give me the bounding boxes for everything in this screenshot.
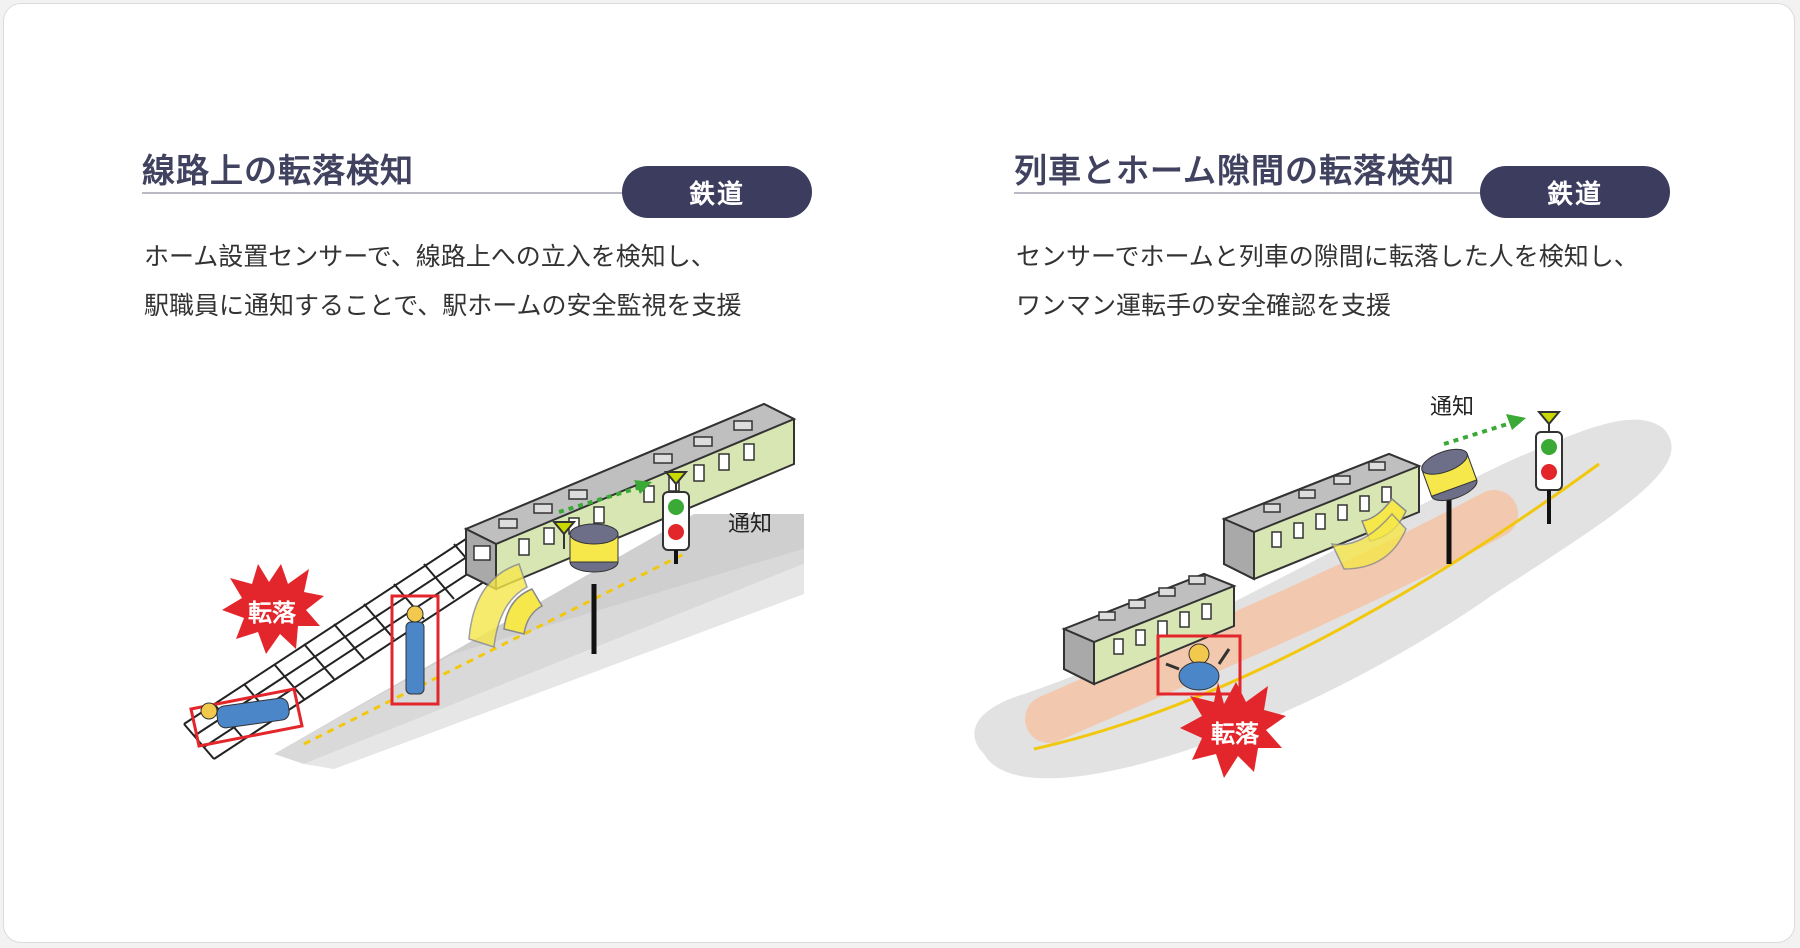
sensor-icon [1421,448,1478,502]
panel-track-fall: 線路上の転落検知 鉄道 ホーム設置センサーで、線路上への立入を検知し、 駅職員に… [4,4,884,944]
panel-gap-fall: 列車とホーム隙間の転落検知 鉄道 センサーでホームと列車の隙間に転落した人を検知… [874,4,1754,944]
description-line: ホーム設置センサーで、線路上への立入を検知し、 [144,242,716,271]
title-underline [142,192,662,194]
panel-description: ホーム設置センサーで、線路上への立入を検知し、 駅職員に通知することで、駅ホーム… [144,232,742,330]
notify-arrow [1443,420,1515,446]
gap-zone [1025,490,1518,743]
signal-light-icon [1535,411,1563,524]
title-underline [1014,192,1534,194]
sensor-wave-icon [468,563,544,648]
notify-label: 通知 [1430,395,1474,420]
fall-alert-burst-icon [1180,682,1286,778]
antenna-icon [551,521,577,549]
sensor-wave-icon [1330,497,1407,570]
panel-title: 線路上の転落検知 [142,151,414,190]
fallen-person-icon [189,687,304,748]
person-in-gap-icon [1156,634,1242,696]
description-line: 駅職員に通知することで、駅ホームの安全監視を支援 [144,291,742,320]
panel-title: 列車とホーム隙間の転落検知 [1014,151,1456,190]
card: 線路上の転落検知 鉄道 ホーム設置センサーで、線路上への立入を検知し、 駅職員に… [3,3,1795,943]
signal-light-icon [662,471,690,564]
train [1061,452,1422,686]
fall-alert-burst-icon [222,564,324,654]
panel-description: センサーでホームと列車の隙間に転落した人を検知し、 ワンマン運転手の安全確認を支… [1016,232,1639,330]
platform [274,514,804,754]
description-line: センサーでホームと列車の隙間に転落した人を検知し、 [1016,242,1639,271]
fall-label: 転落 [248,599,297,627]
description-line: ワンマン運転手の安全確認を支援 [1016,291,1392,320]
tactile-line [1033,462,1600,751]
category-badge: 鉄道 [1480,166,1670,218]
notify-arrow [558,484,645,514]
platform-edge [274,549,804,764]
gap-fall-illustration: 通知 転落 [974,395,1672,779]
platform-side [304,564,804,769]
track-fall-illustration: 通知 転落 [183,402,804,769]
fall-label: 転落 [1211,720,1260,748]
person-on-track-icon [390,594,440,706]
notify-label: 通知 [728,512,772,537]
tactile-line [303,552,685,746]
category-badge: 鉄道 [622,166,812,218]
train [463,402,797,591]
